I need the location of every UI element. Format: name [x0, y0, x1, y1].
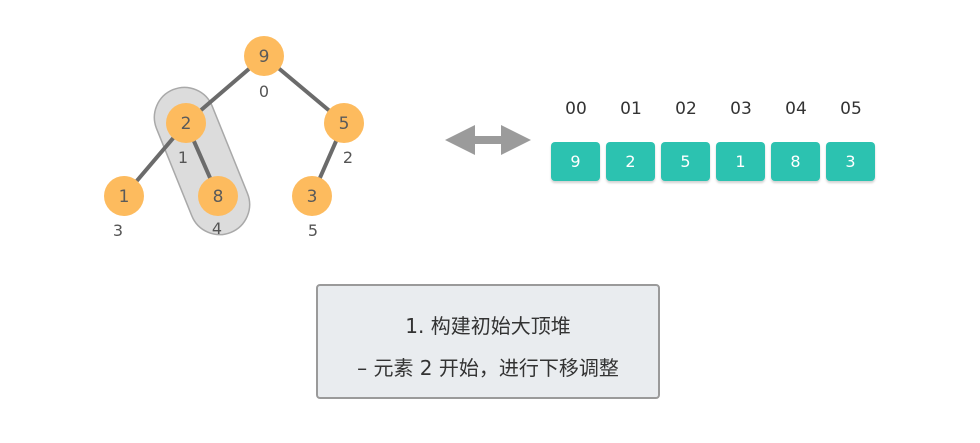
array-index: 04: [785, 99, 807, 119]
node-circle: [104, 176, 144, 216]
caption-subtitle: – 元素 2 开始，进行下移调整: [357, 356, 619, 380]
array-index: 03: [730, 99, 752, 119]
node-index-2: 2: [343, 148, 353, 167]
node-value: 5: [339, 114, 350, 134]
array-index: 05: [840, 99, 862, 119]
array-cell: 3: [826, 142, 875, 181]
array-index: 00: [565, 99, 587, 119]
tree-node-0: 9: [244, 36, 284, 76]
node-index-1: 1: [178, 148, 188, 167]
node-value: 3: [307, 187, 318, 207]
array-index: 01: [620, 99, 642, 119]
node-circle: [244, 36, 284, 76]
node-value: 1: [119, 187, 130, 207]
array-index: 02: [675, 99, 697, 119]
tree-node-5: 3: [292, 176, 332, 216]
tree-node-4: 8: [198, 176, 238, 216]
node-index-0: 0: [259, 82, 269, 101]
array-cell: 9: [551, 142, 600, 181]
array-cell: 5: [661, 142, 710, 181]
array-cell: 2: [606, 142, 655, 181]
tree-node-1: 2: [166, 103, 206, 143]
node-index-3: 3: [113, 221, 123, 240]
node-value: 8: [213, 187, 224, 207]
node-value: 2: [181, 114, 192, 134]
tree-node-3: 1: [104, 176, 144, 216]
node-value: 9: [259, 47, 270, 67]
node-circle: [166, 103, 206, 143]
node-circle: [198, 176, 238, 216]
node-index-5: 5: [308, 221, 318, 240]
double-arrow-icon: [445, 125, 531, 155]
caption-title: 1. 构建初始大顶堆: [405, 314, 571, 338]
node-index-4: 4: [212, 219, 222, 238]
caption-box: 1. 构建初始大顶堆 – 元素 2 开始，进行下移调整: [316, 284, 660, 399]
array-cell: 1: [716, 142, 765, 181]
array-cell: 8: [771, 142, 820, 181]
node-circle: [292, 176, 332, 216]
tree-node-2: 5: [324, 103, 364, 143]
node-circle: [324, 103, 364, 143]
